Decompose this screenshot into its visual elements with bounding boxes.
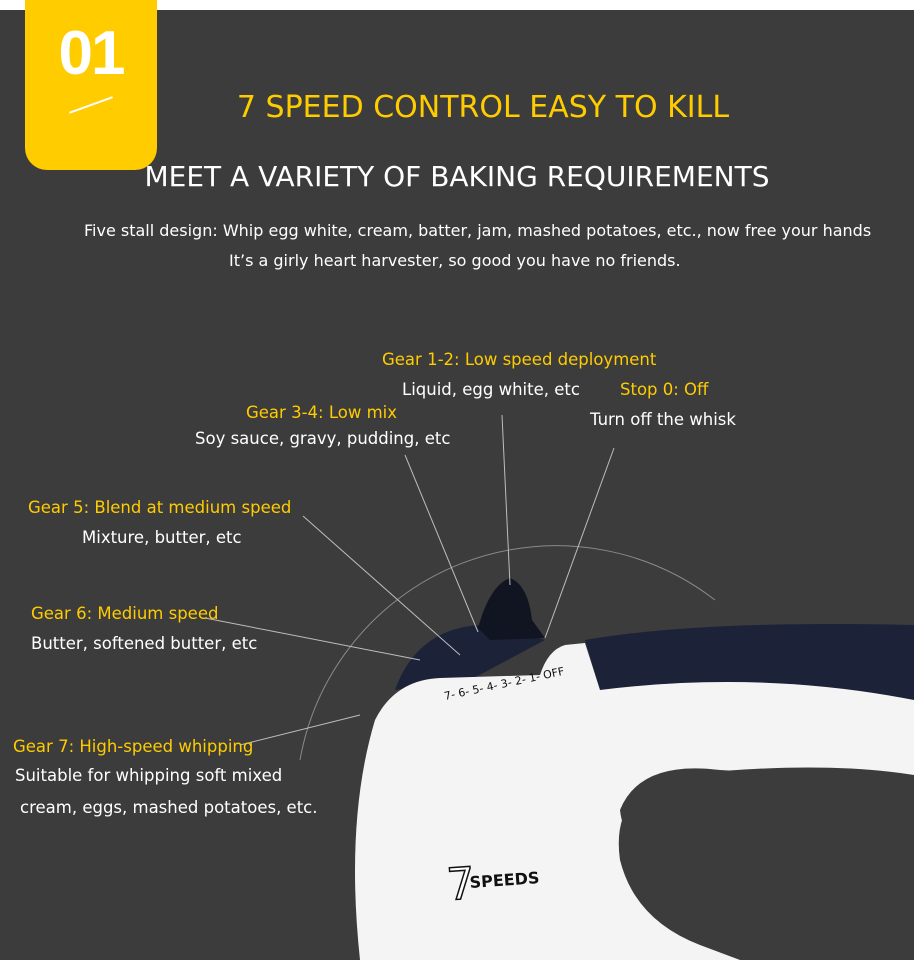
gear-6-title: Gear 6: Medium speed <box>31 604 219 623</box>
gear-3-4-desc: Soy sauce, gravy, pudding, etc <box>195 429 451 448</box>
speed-knob <box>478 578 545 640</box>
gear-6-desc: Butter, softened butter, etc <box>31 634 258 653</box>
mixer-body <box>355 643 914 960</box>
gear-7-desc: Suitable for whipping soft mixed <box>15 766 283 785</box>
gear-7-title: Gear 7: High-speed whipping <box>13 737 254 756</box>
dial-ring <box>395 624 545 690</box>
gear-5-desc: Mixture, butter, etc <box>82 528 242 547</box>
handle-grip <box>585 624 914 700</box>
section-badge: 01 <box>25 0 157 170</box>
logo-seven: 7 <box>445 858 476 911</box>
top-strip <box>0 0 914 10</box>
gear-3-4-title: Gear 3-4: Low mix <box>246 403 397 422</box>
stop-0-title: Stop 0: Off <box>620 380 709 399</box>
logo-speeds: SPEEDS <box>469 868 540 892</box>
stop-0-desc: Turn off the whisk <box>590 410 736 429</box>
page-title: 7 SPEED CONTROL EASY TO KILL <box>236 90 730 125</box>
gear-5-title: Gear 5: Blend at medium speed <box>28 498 292 517</box>
pointer-lines <box>204 414 615 746</box>
gear-7-desc-2: cream, eggs, mashed potatoes, etc. <box>20 798 318 817</box>
handle-hole <box>620 768 914 895</box>
page-subtitle: MEET A VARIETY OF BAKING REQUIREMENTS <box>144 160 770 193</box>
gear-1-2-title: Gear 1-2: Low speed deployment <box>382 350 657 369</box>
section-number: 01 <box>58 19 126 88</box>
dial-arc <box>299 545 716 761</box>
intro-line-2: It’s a girly heart harvester, so good yo… <box>229 251 681 270</box>
gear-1-2-desc: Liquid, egg white, etc <box>402 380 580 399</box>
intro-line-1: Five stall design: Whip egg white, cream… <box>84 221 872 240</box>
